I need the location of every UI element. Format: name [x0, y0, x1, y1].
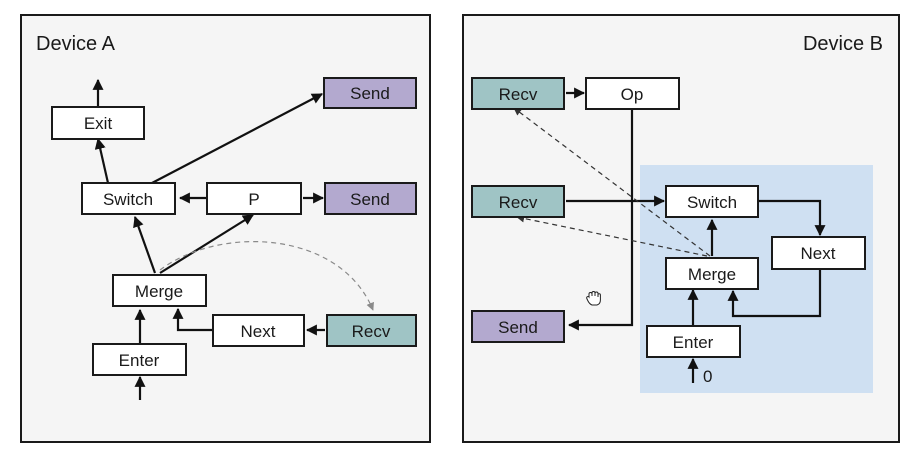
- svg-text:Exit: Exit: [84, 114, 113, 133]
- node-merge: Merge: [665, 257, 759, 290]
- edge-switch-send: [151, 93, 323, 184]
- node-switch: Switch: [665, 185, 759, 218]
- node-enter: Enter: [92, 343, 187, 376]
- node-send-mid: Send: [324, 182, 417, 215]
- node-op: Op: [585, 77, 680, 110]
- svg-text:Recv: Recv: [499, 85, 538, 104]
- edge-merge-p: [159, 214, 254, 274]
- svg-text:Switch: Switch: [103, 190, 153, 209]
- node-next: Next: [212, 314, 305, 347]
- node-next: Next: [771, 236, 866, 270]
- edge-switch-next: [759, 199, 826, 237]
- node-enter: Enter: [646, 325, 741, 358]
- device-a-panel: Device A Exit Send: [20, 14, 431, 443]
- svg-text:Next: Next: [241, 322, 276, 341]
- svg-text:Merge: Merge: [135, 282, 183, 301]
- svg-text:P: P: [248, 190, 259, 209]
- svg-text:Recv: Recv: [352, 322, 391, 341]
- node-send: Send: [471, 310, 565, 343]
- edge-switch-exit: [94, 137, 110, 184]
- edge-dashed-merge-recv-top: [513, 107, 711, 257]
- edge-next-merge: [172, 307, 213, 332]
- device-a-nodes: Exit Send Switch P Send Merge: [51, 77, 417, 376]
- node-send-top: Send: [323, 77, 417, 109]
- edge-merge-switch: [133, 215, 157, 274]
- svg-text:Send: Send: [350, 190, 390, 209]
- edge-op-send: [567, 110, 634, 331]
- node-recv: Recv: [326, 314, 417, 347]
- node-switch: Switch: [81, 182, 176, 215]
- device-b-panel: Device B Recv Op: [462, 14, 900, 443]
- edge-next-merge: [727, 270, 822, 318]
- device-a-title: Device A: [36, 33, 116, 55]
- node-p: P: [206, 182, 302, 215]
- svg-text:Enter: Enter: [673, 333, 714, 352]
- node-recv-mid: Recv: [471, 185, 565, 218]
- device-a-edges: [92, 78, 374, 400]
- svg-text:Send: Send: [350, 84, 390, 103]
- svg-text:Switch: Switch: [687, 193, 737, 212]
- edge-dashed-merge-recv: [159, 240, 374, 311]
- svg-text:Op: Op: [621, 85, 644, 104]
- svg-text:Send: Send: [498, 318, 538, 337]
- svg-text:Merge: Merge: [688, 265, 736, 284]
- svg-text:Next: Next: [801, 244, 836, 263]
- device-b-nodes: Recv Op Recv Send Switch Next: [471, 77, 866, 386]
- svg-text:Recv: Recv: [499, 193, 538, 212]
- node-recv-top: Recv: [471, 77, 565, 110]
- device-b-title: Device B: [803, 33, 883, 55]
- device-b-edges: [513, 87, 826, 383]
- hand-cursor-icon: [586, 290, 601, 306]
- node-merge: Merge: [112, 274, 207, 307]
- svg-text:Enter: Enter: [119, 351, 160, 370]
- enter-input-label: 0: [703, 367, 712, 386]
- node-exit: Exit: [51, 106, 145, 140]
